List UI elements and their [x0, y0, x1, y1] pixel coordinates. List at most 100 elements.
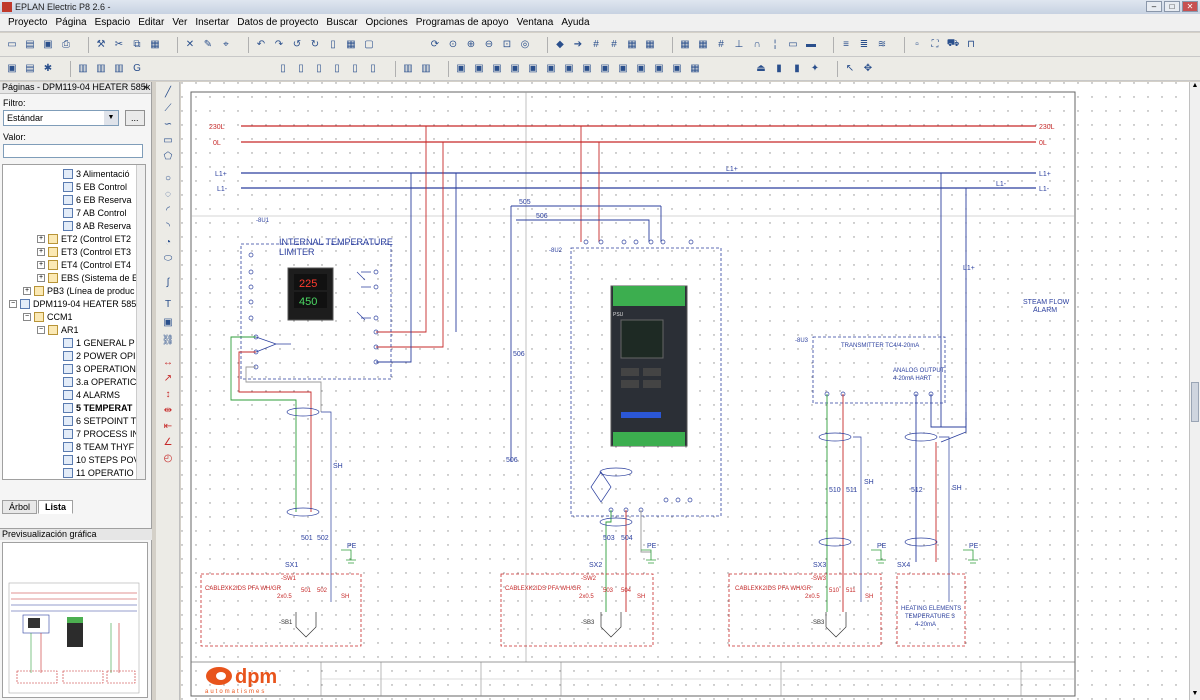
- conn-a-icon[interactable]: ▣: [456, 63, 466, 74]
- symbol-c-icon[interactable]: ▯: [316, 63, 322, 74]
- tree-item[interactable]: 11 OPERATIO: [63, 466, 134, 479]
- menu-proyecto[interactable]: Proyecto: [8, 17, 48, 28]
- grid-d-icon[interactable]: ▦: [645, 39, 655, 50]
- menu-ayuda[interactable]: Ayuda: [561, 17, 590, 28]
- dim-angular-tool-icon[interactable]: ∠: [163, 437, 173, 448]
- macro-b-icon[interactable]: ▥: [96, 63, 106, 74]
- ellipse-tool-icon[interactable]: ⬭: [163, 253, 173, 264]
- tree-item[interactable]: 5 TEMPERAT: [63, 401, 132, 414]
- new-icon[interactable]: ▭: [7, 39, 17, 50]
- wire-icon[interactable]: ≡: [843, 39, 849, 50]
- connect-icon[interactable]: ≣: [859, 39, 869, 50]
- tree-item[interactable]: −AR1: [37, 323, 79, 336]
- tree-item[interactable]: 10 STEPS POV: [63, 453, 140, 466]
- tree-item[interactable]: 7 PROCESS IN: [63, 427, 139, 440]
- plc-a-icon[interactable]: ▮: [776, 63, 782, 74]
- maximize-button[interactable]: □: [1164, 1, 1180, 12]
- close-panel-icon[interactable]: ×: [142, 82, 148, 92]
- menu-editar[interactable]: Editar: [138, 17, 165, 28]
- select-icon[interactable]: ▫: [915, 39, 919, 50]
- signal-converter[interactable]: -8U2 PSU: [549, 239, 722, 517]
- grid-c-icon[interactable]: ▦: [627, 39, 637, 50]
- open-icon[interactable]: ▤: [25, 39, 35, 50]
- paste-icon[interactable]: ▦: [150, 39, 160, 50]
- tree-expander-icon[interactable]: +: [37, 260, 45, 269]
- menu-espacio[interactable]: Espacio: [94, 17, 131, 28]
- tree-expander-icon[interactable]: +: [37, 247, 45, 256]
- refresh-icon[interactable]: ⟳: [430, 39, 440, 50]
- tree-item[interactable]: +ET3 (Control ET3: [37, 245, 131, 258]
- dimension-icon[interactable]: ⛶: [931, 39, 939, 50]
- grid-e-icon[interactable]: ▦: [680, 39, 690, 50]
- dim-baseline-tool-icon[interactable]: ⇤: [163, 421, 173, 432]
- scroll-thumb[interactable]: [1191, 382, 1199, 422]
- page-icon[interactable]: ▯: [330, 39, 336, 50]
- dim-vertical-tool-icon[interactable]: ↕: [165, 389, 171, 400]
- scroll-up-icon[interactable]: ▲: [1191, 82, 1199, 89]
- tree-item[interactable]: 3 OPERATION: [63, 362, 136, 375]
- canvas-vertical-scrollbar[interactable]: ▲ ▼: [1189, 82, 1200, 700]
- zoom-all-icon[interactable]: ◎: [520, 39, 530, 50]
- delete-icon[interactable]: ✕: [185, 39, 195, 50]
- dimension-tool-icon[interactable]: ↔: [163, 357, 173, 368]
- tree-item[interactable]: 3 Alimentació: [63, 167, 130, 180]
- filter-select[interactable]: Estándar ▼: [3, 110, 119, 126]
- conn-i-icon[interactable]: ▣: [600, 63, 610, 74]
- chevron-down-icon[interactable]: ▼: [104, 111, 118, 125]
- format-icon[interactable]: ✎: [203, 39, 213, 50]
- zoom-in-icon[interactable]: ⊕: [466, 39, 476, 50]
- conn-e-icon[interactable]: ▣: [528, 63, 538, 74]
- menu-datos-proyecto[interactable]: Datos de proyecto: [237, 17, 319, 28]
- minimize-button[interactable]: –: [1146, 1, 1162, 12]
- grid-b-icon[interactable]: #: [611, 39, 617, 50]
- hyperlink-tool-icon[interactable]: ⛓: [161, 335, 175, 346]
- macro-c-icon[interactable]: ▥: [114, 63, 124, 74]
- tree-item[interactable]: +EBS (Sistema de E: [37, 271, 138, 284]
- tree-item[interactable]: +ET4 (Control ET4: [37, 258, 131, 271]
- conn-n-icon[interactable]: ▦: [690, 63, 700, 74]
- tree-expander-icon[interactable]: −: [37, 325, 45, 334]
- arrow-left-icon[interactable]: ◆: [556, 39, 564, 50]
- tree-item[interactable]: −DPM119-04 HEATER 585I: [9, 297, 139, 310]
- dim-chain-tool-icon[interactable]: ⇹: [163, 405, 173, 416]
- save-icon[interactable]: ▣: [43, 39, 53, 50]
- heating-elements-box[interactable]: HEATING ELEMENTS TEMPERATURE 3 4-20mA: [896, 573, 966, 647]
- redo-icon[interactable]: ↷: [274, 39, 284, 50]
- tree-item[interactable]: +PB3 (Línea de produc: [23, 284, 135, 297]
- cut-icon[interactable]: ✂: [114, 39, 124, 50]
- conn-h-icon[interactable]: ▣: [582, 63, 592, 74]
- tree-item[interactable]: +ET2 (Control ET2: [37, 232, 131, 245]
- dim-radius-tool-icon[interactable]: ◴: [163, 453, 173, 464]
- device-a-icon[interactable]: ▥: [403, 63, 413, 74]
- ortho-icon[interactable]: ∩: [753, 39, 761, 50]
- menu-opciones[interactable]: Opciones: [365, 17, 408, 28]
- plc-b-icon[interactable]: ▮: [794, 63, 800, 74]
- frame-icon[interactable]: ▭: [788, 39, 798, 50]
- value-input[interactable]: [3, 144, 143, 158]
- tree-item[interactable]: 8 AB Reserva: [63, 219, 131, 232]
- coord-icon[interactable]: ¦: [773, 39, 777, 50]
- symbol-f-icon[interactable]: ▯: [370, 63, 376, 74]
- tree-item[interactable]: 5 EB Control: [63, 180, 127, 193]
- temperature-limiter[interactable]: -8U1 INTERNAL TEMPERATURE LIMITER 225 45…: [240, 218, 393, 380]
- dim-angle-tool-icon[interactable]: ↗: [163, 373, 173, 384]
- tree-expander-icon[interactable]: −: [23, 312, 31, 321]
- conn-f-icon[interactable]: ▣: [546, 63, 556, 74]
- conn-g-icon[interactable]: ▣: [564, 63, 574, 74]
- line-tool-icon[interactable]: ╱: [164, 87, 172, 98]
- pick-icon[interactable]: ⌖: [223, 39, 229, 50]
- conn-k-icon[interactable]: ▣: [636, 63, 646, 74]
- filter-options-button[interactable]: ...: [124, 110, 145, 126]
- tree-item[interactable]: 2 POWER OPI: [63, 349, 136, 362]
- cable-sw1[interactable]: -SW1 CABLEXK2IDS PFA WH/GR 2x0.5 501 502…: [200, 573, 362, 647]
- tree-expander-icon[interactable]: +: [37, 234, 45, 243]
- window-icon[interactable]: ▢: [364, 39, 374, 50]
- tools-icon[interactable]: ⚒: [96, 39, 106, 50]
- tree-expander-icon[interactable]: −: [9, 299, 17, 308]
- undo-list-icon[interactable]: ↺: [292, 39, 302, 50]
- plugin-icon[interactable]: ✱: [43, 63, 53, 74]
- arc-3p-tool-icon[interactable]: ◝: [166, 221, 170, 232]
- symbol-b-icon[interactable]: ▯: [298, 63, 304, 74]
- cable-sw3[interactable]: -SW3 CABLEXK2IDS PFA WH/GR 2x0.5 510 511…: [728, 573, 882, 647]
- menu-ver[interactable]: Ver: [172, 17, 188, 28]
